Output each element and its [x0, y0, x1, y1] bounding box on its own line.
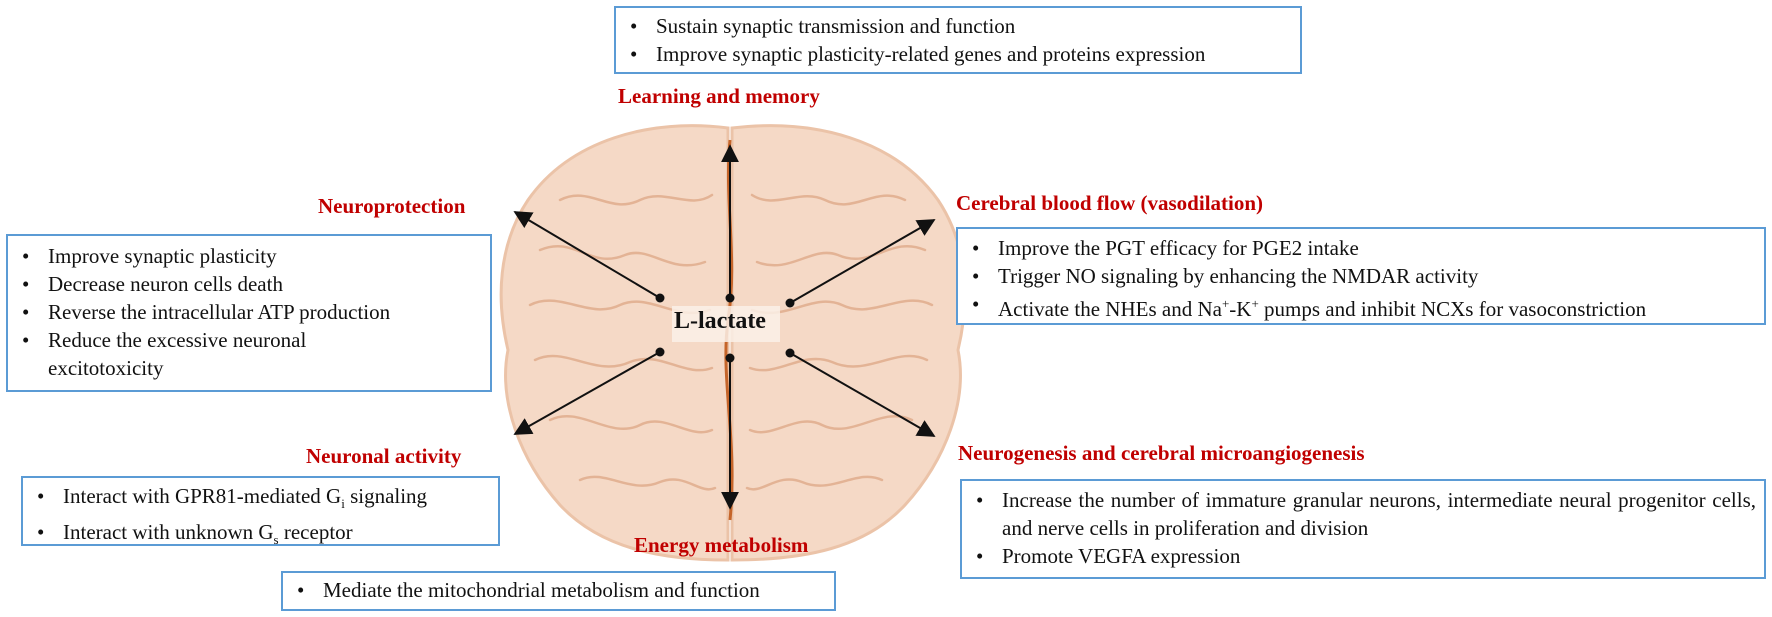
- neuronal-activity-box: Interact with GPR81-mediated Gi signalin…: [21, 476, 500, 547]
- energy-metabolism-title: Energy metabolism: [634, 533, 809, 557]
- blood-flow-item-3: Activate the NHEs and Na+-K+ pumps and i…: [958, 290, 1764, 323]
- neurogenesis-box: Increase the number of immature granular…: [960, 479, 1766, 579]
- neuronal-activity-item-1: Interact with GPR81-mediated Gi signalin…: [23, 482, 498, 518]
- center-label-bg: [672, 306, 780, 342]
- learning-item-2: Improve synaptic plasticity-related gene…: [616, 40, 1300, 68]
- blood-flow-title: Cerebral blood flow (vasodilation): [956, 191, 1264, 215]
- arrows: [513, 144, 936, 510]
- neuroprotection-item-4: Reduce the excessive neuronal excitotoxi…: [8, 326, 368, 382]
- learning-memory-title: Learning and memory: [618, 84, 820, 108]
- energy-metabolism-box: Mediate the mitochondrial metabolism and…: [281, 571, 836, 611]
- neuronal-activity-title: Neuronal activity: [306, 444, 462, 468]
- right-hemisphere: [730, 124, 967, 562]
- left-hemisphere: [499, 124, 730, 562]
- gyri-pattern: [528, 193, 934, 491]
- blood-flow-item-2: Trigger NO signaling by enhancing the NM…: [958, 262, 1764, 290]
- neuroprotection-item-3: Reverse the intracellular ATP production: [8, 298, 490, 326]
- neuronal-activity-item-2: Interact with unknown Gs receptor: [23, 518, 498, 554]
- neuroprotection-item-1: Improve synaptic plasticity: [8, 242, 490, 270]
- center-label-l-lactate: L-lactate: [674, 308, 766, 334]
- blood-flow-item-1: Improve the PGT efficacy for PGE2 intake: [958, 234, 1764, 262]
- neuroprotection-title: Neuroprotection: [318, 194, 466, 218]
- energy-item-1: Mediate the mitochondrial metabolism and…: [283, 576, 834, 604]
- learning-memory-box: Sustain synaptic transmission and functi…: [614, 6, 1302, 74]
- arrow-origins: [655, 293, 795, 363]
- neurogenesis-title: Neurogenesis and cerebral microangiogene…: [958, 441, 1365, 465]
- neurogenesis-item-1: Increase the number of immature granular…: [962, 486, 1764, 542]
- blood-flow-box: Improve the PGT efficacy for PGE2 intake…: [956, 227, 1766, 325]
- neuroprotection-item-2: Decrease neuron cells death: [8, 270, 490, 298]
- neuroprotection-box: Improve synaptic plasticity Decrease neu…: [6, 234, 492, 392]
- neurogenesis-item-2: Promote VEGFA expression: [962, 542, 1764, 570]
- learning-item-1: Sustain synaptic transmission and functi…: [616, 12, 1300, 40]
